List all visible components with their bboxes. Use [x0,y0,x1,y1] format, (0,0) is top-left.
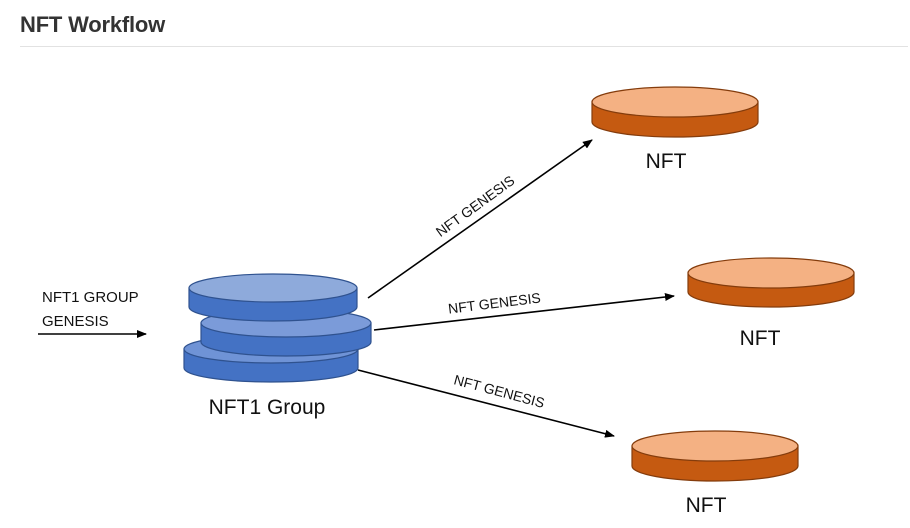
nft-label-middle: NFT [740,327,781,350]
page-title: NFT Workflow [20,12,166,37]
nft-label-top: NFT [646,150,687,173]
group-disk-top [188,273,358,322]
arrow-to-nft-top [367,139,593,299]
input-label-line1: NFT1 GROUP [42,289,139,306]
input-label-line2: GENESIS [42,313,109,330]
arrow-label-top: NFT GENESIS [433,172,518,240]
arrow-to-nft-bottom [357,369,615,438]
group-label: NFT1 Group [209,396,326,419]
nft-label-bottom: NFT [686,494,727,517]
arrow-label-bottom: NFT GENESIS [452,371,546,411]
title-divider [20,46,908,47]
nft-disk-bottom [631,430,799,482]
nft-disk-middle [687,257,855,308]
nft-disk-top [591,86,759,138]
group-disk-stack [183,273,372,383]
arrow-to-nft-middle [373,293,675,331]
